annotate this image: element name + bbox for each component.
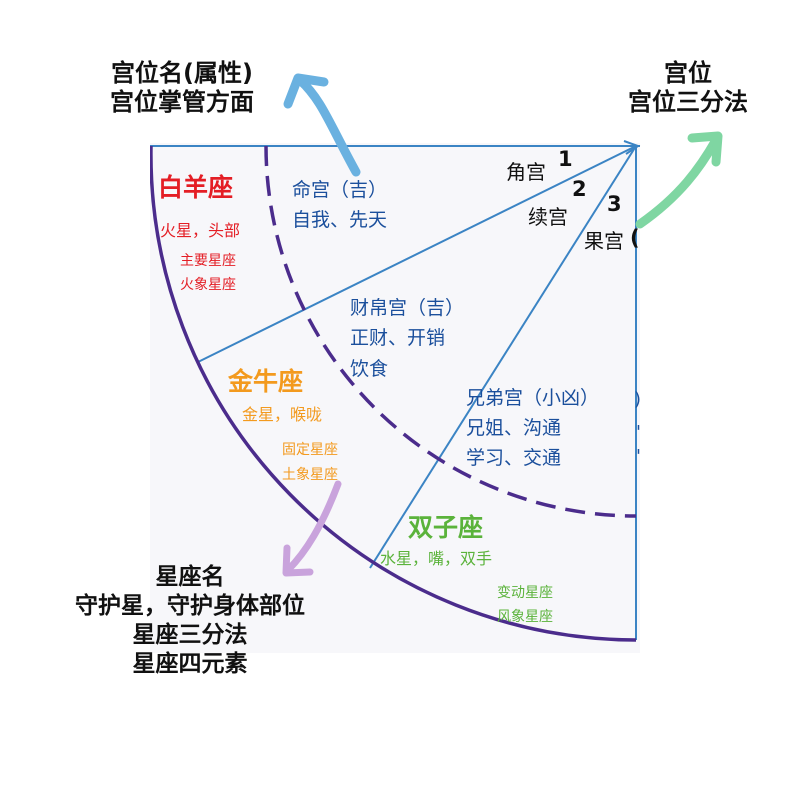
house-divider-1	[197, 145, 637, 363]
sign-aries-ruler: 火星，头部	[160, 221, 240, 240]
sign-gemini-ruler: 水星，嘴，双手	[380, 549, 492, 568]
outer-zodiac-arc	[150, 145, 637, 642]
arrow-to-division-note-icon	[635, 131, 723, 229]
sign-note-line4: 星座四元素	[133, 650, 248, 677]
sign-boundary-dashed-arc	[264, 145, 637, 518]
sign-aries-modality: 主要星座	[180, 253, 236, 269]
division-note-line1: 宫位	[664, 59, 712, 87]
sign-taurus-element: 土象星座	[282, 467, 338, 483]
sign-gemini-name: 双子座	[408, 513, 483, 542]
house-2-line2: 饮食	[350, 358, 388, 380]
sign-aries-element: 火象星座	[180, 277, 236, 293]
apex-arrowhead-icon	[623, 140, 641, 155]
sign-gemini-modality: 变动星座	[497, 585, 553, 601]
svg-text:(: (	[630, 226, 640, 250]
division-note-line2: 宫位三分法	[628, 88, 748, 116]
arrow-to-house-note-icon	[283, 73, 361, 177]
sign-taurus-ruler: 金星，喉咙	[242, 405, 322, 424]
house-3-line1: 兄姐、沟通	[466, 417, 561, 439]
house-3-line2: 学习、交通	[466, 447, 561, 469]
house-3: 兄弟宫（小凶） 兄姐、沟通 学习、交通	[466, 387, 599, 469]
sign-taurus-modality: 固定星座	[282, 442, 338, 458]
house-1-line1: 自我、先天	[292, 209, 387, 231]
division-note: 宫位 宫位三分法	[628, 59, 748, 116]
diagram-panel	[150, 143, 640, 653]
svg-text:): )	[634, 389, 641, 410]
sign-note: 星座名 守护星，守护身体部位 星座三分法 星座四元素	[75, 563, 305, 677]
mode-succedent-num: 2	[572, 177, 587, 201]
sign-taurus: 金牛座 金星，喉咙 固定星座 土象星座	[227, 367, 338, 483]
mode-succedent: 2 续宫	[528, 177, 587, 229]
house-1-title: 命宫（吉）	[292, 179, 387, 201]
mode-cadent-num: 3	[607, 192, 622, 216]
mode-cadent: 3 果宫	[584, 192, 624, 253]
sign-aries-name: 白羊座	[158, 173, 233, 202]
house-note: 宫位名(属性) 宫位掌管方面	[110, 59, 254, 116]
mode-cadent-label: 果宫	[584, 229, 624, 253]
house-3-title: 兄弟宫（小凶）	[466, 387, 599, 409]
sign-note-line2: 守护星，守护身体部位	[75, 592, 305, 619]
sign-taurus-name: 金牛座	[227, 367, 303, 396]
sign-note-line1: 星座名	[156, 563, 225, 590]
mode-angular-num: 1	[558, 147, 573, 171]
mode-angular-label: 角宫	[506, 160, 546, 184]
house-note-line2: 宫位掌管方面	[110, 88, 254, 116]
house-2: 财帛宫（吉） 正财、开销 饮食	[350, 297, 464, 380]
arrow-to-sign-note-icon	[282, 480, 342, 577]
house-2-line1: 正财、开销	[350, 327, 445, 349]
svg-text:': '	[636, 422, 641, 443]
house-note-line1: 宫位名(属性)	[111, 59, 253, 87]
house-2-title: 财帛宫（吉）	[350, 297, 464, 319]
sign-note-line3: 星座三分法	[133, 621, 248, 648]
mode-succedent-label: 续宫	[528, 205, 568, 229]
svg-text:': '	[636, 446, 641, 467]
sign-gemini: 双子座 水星，嘴，双手 变动星座 风象星座	[380, 513, 553, 625]
house-divider-2	[369, 145, 637, 569]
house-1: 命宫（吉） 自我、先天	[292, 179, 387, 231]
mode-angular: 角宫 1	[506, 147, 573, 184]
sign-gemini-element: 风象星座	[497, 609, 553, 625]
sign-aries: 白羊座 火星，头部 主要星座 火象星座	[158, 173, 240, 293]
